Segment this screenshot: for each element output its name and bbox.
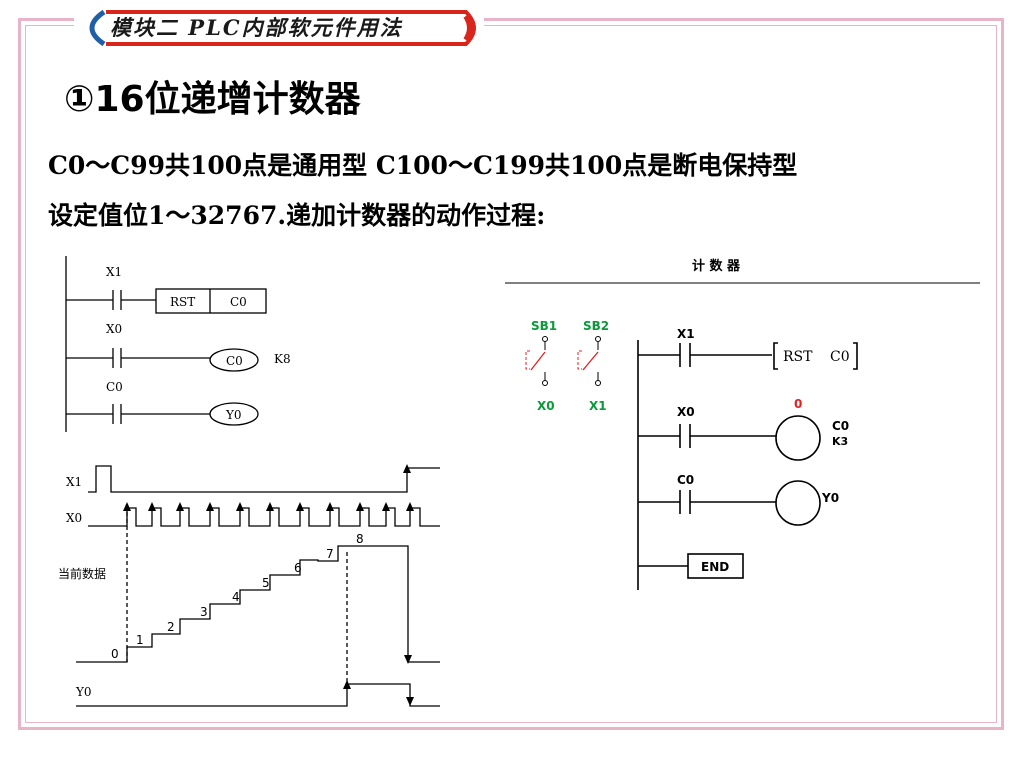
left-ladder-labels: X1 X0 C0 RST C0 C0 K8 Y0: [106, 265, 291, 422]
count-value-3: 3: [200, 605, 208, 619]
coil-c0-setting: K8: [274, 352, 291, 366]
count-value-5: 5: [262, 576, 270, 590]
timing-arrows: [123, 464, 414, 706]
count-value-6: 6: [294, 561, 302, 575]
coil-c0-label: C0: [226, 354, 243, 368]
contact-label-x1: X1: [106, 265, 122, 279]
switch-sb1-label: SB1: [531, 319, 557, 333]
outer-frame: [18, 18, 1004, 730]
inner-frame: [25, 25, 997, 723]
timing-diagram: [76, 465, 440, 707]
coil-y0-label: Y0: [225, 408, 242, 422]
count-value-0: 0: [111, 647, 119, 661]
switch-sb2-label: SB2: [583, 319, 609, 333]
switch-sb2: SB2 X1: [577, 319, 609, 413]
switch-sb2-input: X1: [589, 399, 607, 413]
signal-label-x0: X0: [66, 511, 82, 525]
count-value-4: 4: [232, 590, 240, 604]
page-heading: ①16位递增计数器: [64, 79, 361, 120]
rst-label: RST: [170, 295, 195, 309]
right-coil-y0: Y0: [821, 491, 839, 505]
contact-label-x0: X0: [106, 322, 122, 336]
left-ladder: [65, 256, 267, 432]
right-coil-c0: C0: [832, 419, 849, 433]
contact-label-c0: C0: [106, 380, 123, 394]
switch-sb1: SB1 X0: [525, 319, 557, 413]
count-value-7: 7: [326, 547, 334, 561]
right-rst-label: RST: [783, 349, 813, 365]
count-value-8: 8: [356, 532, 364, 546]
count-display: 0: [794, 397, 802, 411]
right-diagram-title: 计 数 器: [692, 258, 741, 274]
title-banner: 模块二 PLC内部软元件用法: [74, 8, 484, 48]
switch-sb1-input: X0: [537, 399, 555, 413]
signal-label-y0: Y0: [75, 685, 92, 699]
count-value-1: 1: [136, 633, 144, 647]
right-contact-x1: X1: [677, 327, 695, 341]
signal-label-x1: X1: [66, 475, 82, 489]
timing-labels: X1 X0 当前数据 Y0 0 1 2 3 4 5 6 7 8: [58, 475, 364, 699]
banner-shape: [89, 9, 476, 47]
banner-title: 模块二 PLC内部软元件用法: [110, 15, 403, 40]
right-ladder-labels: X1 RST C0 X0 0 C0 K3 C0 Y0 END: [677, 327, 850, 574]
rst-target: C0: [230, 295, 247, 309]
right-coil-c0-setting: K3: [832, 435, 848, 448]
right-contact-c0: C0: [677, 473, 694, 487]
right-ladder: [637, 340, 858, 590]
end-instruction: END: [701, 560, 729, 574]
description-line-2: 设定值位1～32767.递加计数器的动作过程:: [48, 201, 546, 230]
signal-label-count: 当前数据: [58, 566, 106, 581]
right-contact-x0: X0: [677, 405, 695, 419]
count-value-2: 2: [167, 620, 175, 634]
right-rst-target: C0: [830, 349, 850, 365]
description-line-1: C0～C99共100点是通用型 C100～C199共100点是断电保持型: [48, 151, 798, 180]
